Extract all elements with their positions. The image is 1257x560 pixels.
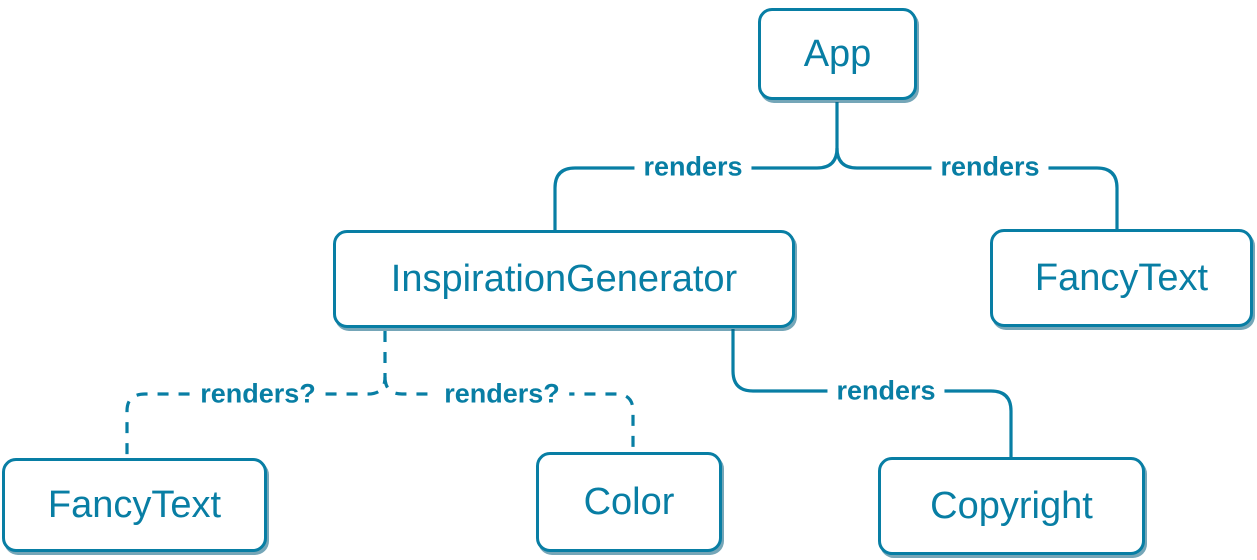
node-app: App — [758, 8, 917, 100]
node-copyright: Copyright — [878, 457, 1145, 555]
edge-label-renders-inspirationgenerator: renders — [634, 151, 752, 183]
edge-label-renders-copyright: renders — [827, 375, 945, 407]
edge-label-renders-question-color: renders? — [435, 378, 569, 410]
node-fancy-text-bottom: FancyText — [2, 458, 267, 552]
node-inspiration-generator: InspirationGenerator — [333, 230, 795, 328]
edge-label-renders-question-fancytext: renders? — [191, 378, 325, 410]
edge-inspirationgenerator-to-fancytext-dashed — [125, 331, 387, 459]
edge-app-to-fancytext — [835, 147, 1119, 229]
edge-inspirationgenerator-to-color-dashed — [383, 376, 635, 453]
node-color: Color — [536, 452, 722, 552]
node-fancy-text-top: FancyText — [990, 229, 1253, 327]
edge-label-renders-fancytext: renders — [931, 151, 1049, 183]
